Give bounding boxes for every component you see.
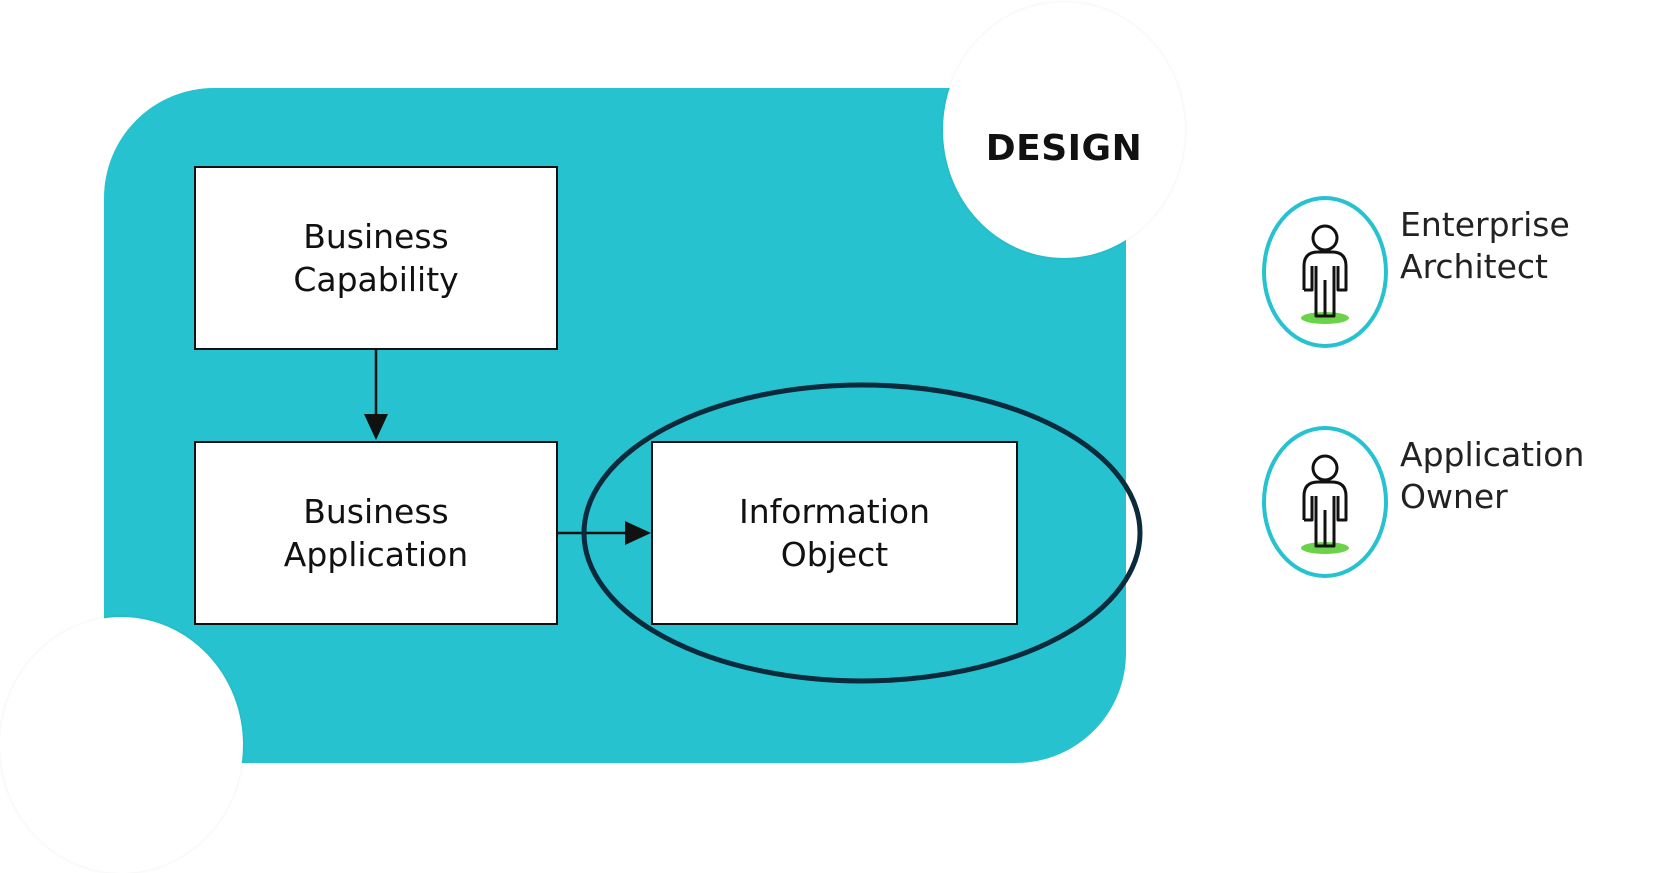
node-business-application: Business Application: [194, 441, 558, 625]
node-business-capability: Business Capability: [194, 166, 558, 350]
person-icon: [1301, 224, 1349, 324]
decorative-circle: [0, 617, 243, 873]
phase-badge-circle: [943, 2, 1185, 258]
phase-label: DESIGN: [985, 128, 1143, 169]
person-icon: [1301, 454, 1349, 554]
role-label: Enterprise Architect: [1400, 205, 1570, 286]
role-avatar-ring: [1262, 426, 1388, 578]
node-information-object: Information Object: [651, 441, 1018, 625]
role-label: Application Owner: [1400, 435, 1585, 516]
role-enterprise-architect: Enterprise Architect: [1262, 196, 1570, 348]
role-avatar-ring: [1262, 196, 1388, 348]
role-application-owner: Application Owner: [1262, 426, 1584, 578]
